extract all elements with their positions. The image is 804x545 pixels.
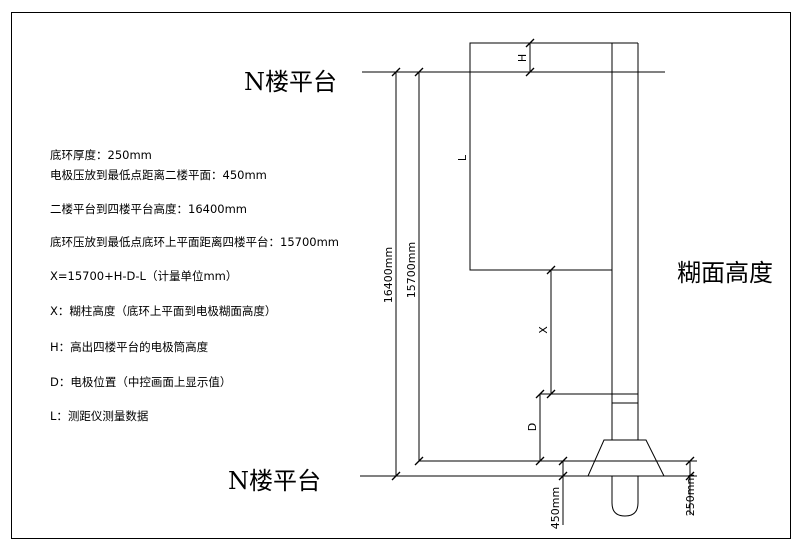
note-ring-to-fourth-floor: 底环压放到最低点底环上平面距离四楼平台：15700mm	[50, 235, 339, 249]
note-formula: X=15700+H-D-L（计量单位mm）	[50, 269, 238, 283]
note-floor-height: 二楼平台到四楼平台高度：16400mm	[50, 202, 247, 216]
note-d-definition: D：电极位置（中控画面上显示值）	[50, 375, 232, 389]
top-platform-label: N楼平台	[244, 68, 337, 96]
electrode-tip	[611, 476, 639, 517]
note-electrode-low-point: 电极压放到最低点距离二楼平面：450mm	[50, 168, 267, 182]
dim-d-text: D	[526, 423, 539, 431]
bottom-platform-label: N楼平台	[228, 467, 321, 495]
note-ring-thickness: 底环厚度：250mm	[50, 148, 152, 162]
dim-16400-text: 16400mm	[382, 247, 395, 303]
dim-250-text: 250mm	[684, 474, 697, 516]
note-h-definition: H：高出四楼平台的电极筒高度	[50, 340, 209, 354]
note-x-definition: X：糊柱高度（底环上平面到电极糊面高度）	[50, 304, 277, 318]
dim-l-text: L	[456, 154, 469, 161]
bottom-ring	[587, 439, 665, 477]
dim-15700-text: 15700mm	[405, 242, 418, 298]
dim-x-text: X	[537, 326, 550, 334]
diagram-frame	[11, 12, 791, 539]
dim-h-text: H	[516, 54, 529, 62]
dim-450-text: 450mm	[549, 487, 562, 529]
measure-rect	[469, 42, 613, 271]
paste-height-label: 糊面高度	[677, 259, 773, 287]
note-l-definition: L：测距仪测量数据	[50, 409, 149, 423]
